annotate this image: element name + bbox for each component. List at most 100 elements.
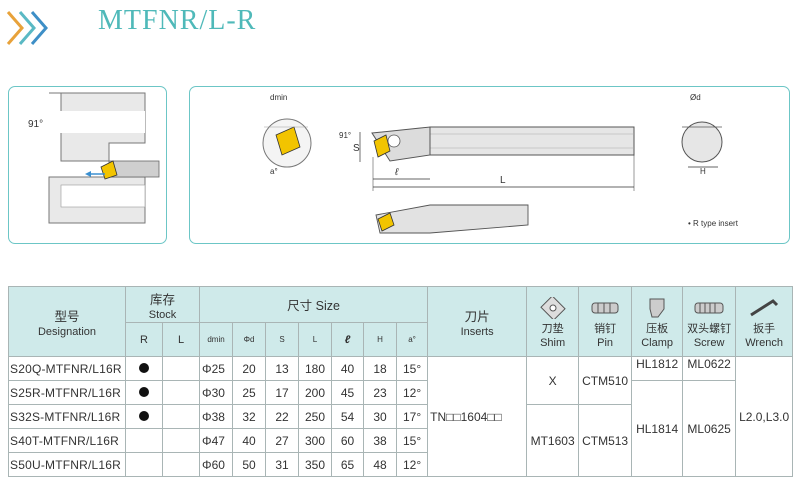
dmin-label: dmin xyxy=(270,93,288,102)
stock-r-cell xyxy=(125,356,163,381)
a-cell: 17° xyxy=(396,404,429,429)
shim-cell-1: X xyxy=(526,356,580,405)
shim-cell-2: MT1603 xyxy=(526,404,580,477)
clamp-header: 压板 Clamp xyxy=(631,286,684,357)
chevron-logo-icon xyxy=(6,11,48,45)
a-cell: 12° xyxy=(396,452,429,477)
tool-dimensions-panel: dmin 91° S ℓ L a° Ød H • R type insert xyxy=(189,86,790,244)
model-header: 型号 Designation xyxy=(8,286,126,357)
s-header: S xyxy=(265,322,300,357)
s-cell: 31 xyxy=(265,452,300,477)
stock-l-cell xyxy=(161,404,201,429)
s-cell: 27 xyxy=(265,428,300,453)
s-cell: 13 xyxy=(265,356,300,381)
stock-l-header: L xyxy=(161,322,201,357)
stock-r-cell xyxy=(125,428,163,453)
clamp-cell-2: HL1814 xyxy=(631,380,684,477)
ell-cell: 40 xyxy=(331,356,365,381)
a-cell: 12° xyxy=(396,380,429,405)
h-cell: 23 xyxy=(363,380,398,405)
L-cell: 300 xyxy=(298,428,333,453)
pin-header: 销钉 Pin xyxy=(578,286,633,357)
ell-cell: 54 xyxy=(331,404,365,429)
stock-l-cell xyxy=(161,428,201,453)
ell-cell: 60 xyxy=(331,428,365,453)
od-label: Ød xyxy=(690,93,701,102)
in-stock-dot xyxy=(139,410,149,421)
d-cell: 50 xyxy=(232,452,267,477)
h-cell: 18 xyxy=(363,356,398,381)
dmin-cell: Φ60 xyxy=(199,452,234,477)
ell-cell: 45 xyxy=(331,380,365,405)
L-cell: 180 xyxy=(298,356,333,381)
s-cell: 17 xyxy=(265,380,300,405)
designation-cell: S40T-MTFNR/L16R xyxy=(8,428,126,453)
stock-r-cell xyxy=(125,404,163,429)
L-dimension-label: L xyxy=(500,175,506,186)
table-row: S32S-MTFNR/L16R Φ38 32 22 250 54 30 17° … xyxy=(8,404,793,477)
stock-header: 库存 Stock xyxy=(124,286,201,323)
clamp-cell-1: HL1812 xyxy=(631,356,684,381)
L-cell: 200 xyxy=(298,380,333,405)
L-header: L xyxy=(298,322,333,357)
wrench-icon xyxy=(750,299,779,317)
s-cell: 22 xyxy=(265,404,300,429)
dmin-header: dmin xyxy=(199,322,234,357)
insert-cell: TN□□1604□□ xyxy=(427,356,528,477)
bore-diagram-panel: 91° xyxy=(8,86,167,244)
stock-l-cell xyxy=(161,452,201,477)
designation-cell: S20Q-MTFNR/L16R xyxy=(8,356,126,381)
ell-dimension-label: ℓ xyxy=(395,167,399,178)
h-label: H xyxy=(700,167,706,176)
size-header: 尺寸 Size xyxy=(199,286,429,323)
spec-table: 型号 Designation 库存 Stock 尺寸 Size 刀片 Inser… xyxy=(8,286,794,477)
pin-icon xyxy=(591,302,619,314)
shim-icon xyxy=(539,297,566,319)
screw-cell-1: ML0622 xyxy=(682,356,737,381)
d-cell: 32 xyxy=(232,404,267,429)
dmin-cell: Φ30 xyxy=(199,380,234,405)
r-type-note: • R type insert xyxy=(688,219,738,228)
a-cell: 15° xyxy=(396,356,429,381)
table-row: S25R-MTFNR/L16R Φ30 25 17 200 45 23 12° … xyxy=(8,380,793,477)
dmin-cell: Φ25 xyxy=(199,356,234,381)
pin-cell-2: CTM513 xyxy=(578,404,633,477)
stock-l-cell xyxy=(161,380,201,405)
clamp-icon xyxy=(649,298,665,318)
h-cell: 48 xyxy=(363,452,398,477)
dmin-cell: Φ38 xyxy=(199,404,234,429)
d-cell: 25 xyxy=(232,380,267,405)
in-stock-dot xyxy=(139,386,149,397)
stock-r-header: R xyxy=(125,322,163,357)
ell-cell: 65 xyxy=(331,452,365,477)
dmin-cell: Φ47 xyxy=(199,428,234,453)
phid-header: Φd xyxy=(232,322,267,357)
stock-r-cell xyxy=(125,452,163,477)
angle-label-left: 91° xyxy=(28,119,44,130)
h-header: H xyxy=(363,322,398,357)
ell-header: ℓ xyxy=(331,322,365,357)
table-row: S20Q-MTFNR/L16R Φ25 20 13 180 40 18 15° … xyxy=(8,356,794,477)
pin-cell-1: CTM510 xyxy=(578,356,633,405)
page-title: MTFNR/L-R xyxy=(98,5,257,36)
wrench-header: 扳手 Wrench xyxy=(735,286,794,357)
h-cell: 38 xyxy=(363,428,398,453)
L-cell: 350 xyxy=(298,452,333,477)
screw-icon xyxy=(694,302,724,314)
table-row: S40T-MTFNR/L16R Φ47 40 27 300 60 38 15° xyxy=(8,428,793,453)
a-header: a° xyxy=(396,322,429,357)
d-cell: 40 xyxy=(232,428,267,453)
a-cell: 15° xyxy=(396,428,429,453)
wrench-cell: L2.0,L3.0 xyxy=(735,356,794,477)
d-cell: 20 xyxy=(232,356,267,381)
boring-operation-drawing xyxy=(48,92,160,224)
L-cell: 250 xyxy=(298,404,333,429)
screw-header: 双头螺钉 Screw xyxy=(682,286,737,357)
inserts-header: 刀片 Inserts xyxy=(427,286,528,357)
tool-dimension-drawing xyxy=(262,118,723,234)
screw-cell-2: ML0625 xyxy=(682,380,737,477)
designation-cell: S50U-MTFNR/L16R xyxy=(8,452,126,477)
designation-cell: S25R-MTFNR/L16R xyxy=(8,380,126,405)
designation-cell: S32S-MTFNR/L16R xyxy=(8,404,126,429)
shim-header: 刀垫 Shim xyxy=(526,286,580,357)
